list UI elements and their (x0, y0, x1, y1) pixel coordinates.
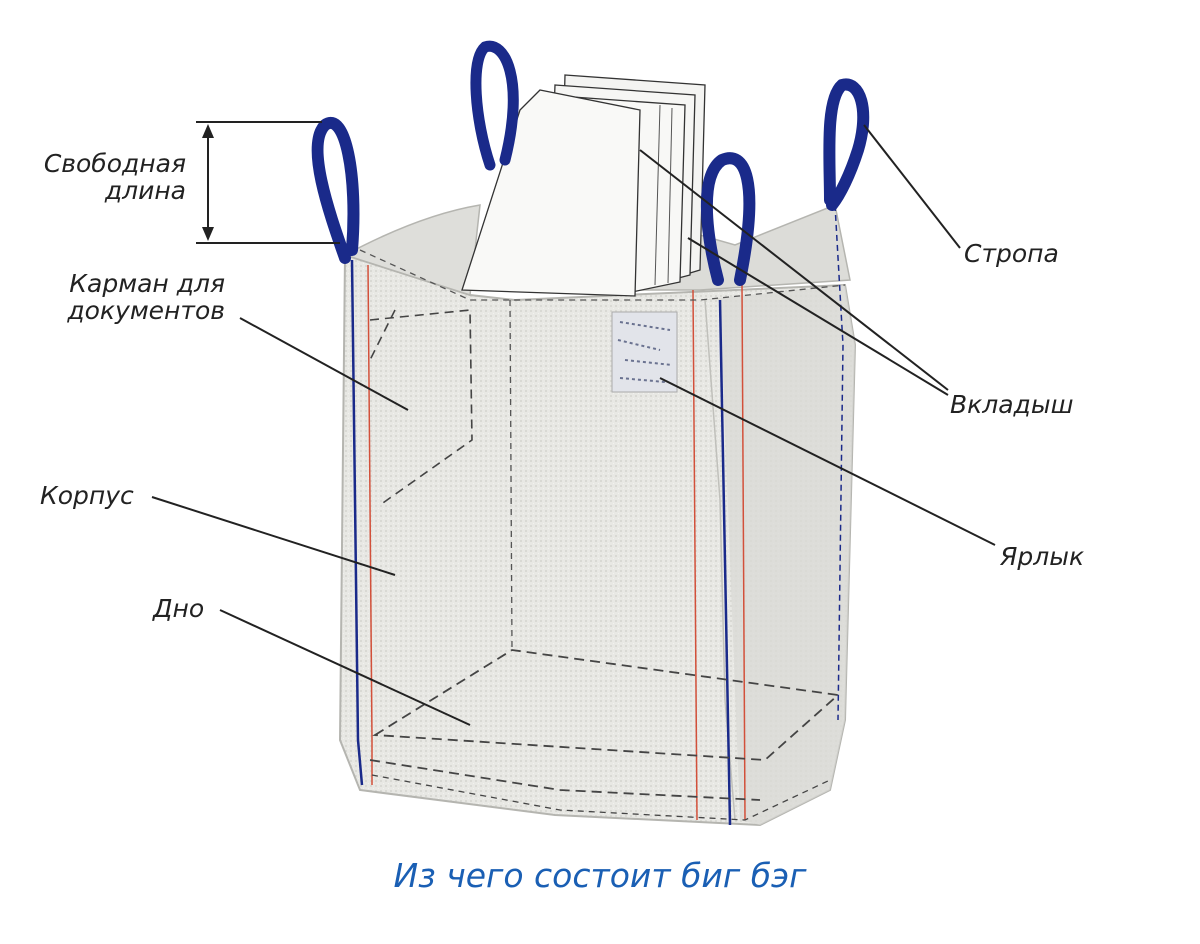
seams (350, 204, 846, 826)
leader-body (151, 496, 396, 576)
leader-pocket (239, 317, 409, 411)
bag-body (338, 203, 857, 827)
leader-lines (151, 124, 996, 726)
leader-bottom (219, 609, 471, 726)
strap-left (311, 116, 360, 264)
strap-back-left (470, 40, 519, 171)
strap-middle (700, 152, 756, 286)
liner (461, 74, 706, 297)
label-strap: Стропа (964, 239, 1059, 268)
leader-liner-2 (687, 237, 949, 396)
leader-strap (863, 124, 961, 249)
straps (311, 40, 870, 286)
label-bottom: Дно (153, 594, 205, 623)
label-body: Корпус (40, 481, 134, 510)
label-tag: Ярлык (1000, 542, 1085, 571)
caption: Из чего состоит биг бэг (393, 856, 807, 895)
free-length-dimension (196, 121, 340, 244)
document-pocket (369, 309, 473, 506)
strap-right (823, 78, 870, 211)
leader-liner-1 (639, 149, 949, 391)
label-liner: Вкладыш (950, 390, 1074, 419)
tag (611, 311, 678, 393)
leader-tag (659, 377, 996, 546)
label-document-pocket: Карман для документов (67, 269, 225, 325)
label-free-length: Свободная длина (43, 149, 186, 205)
